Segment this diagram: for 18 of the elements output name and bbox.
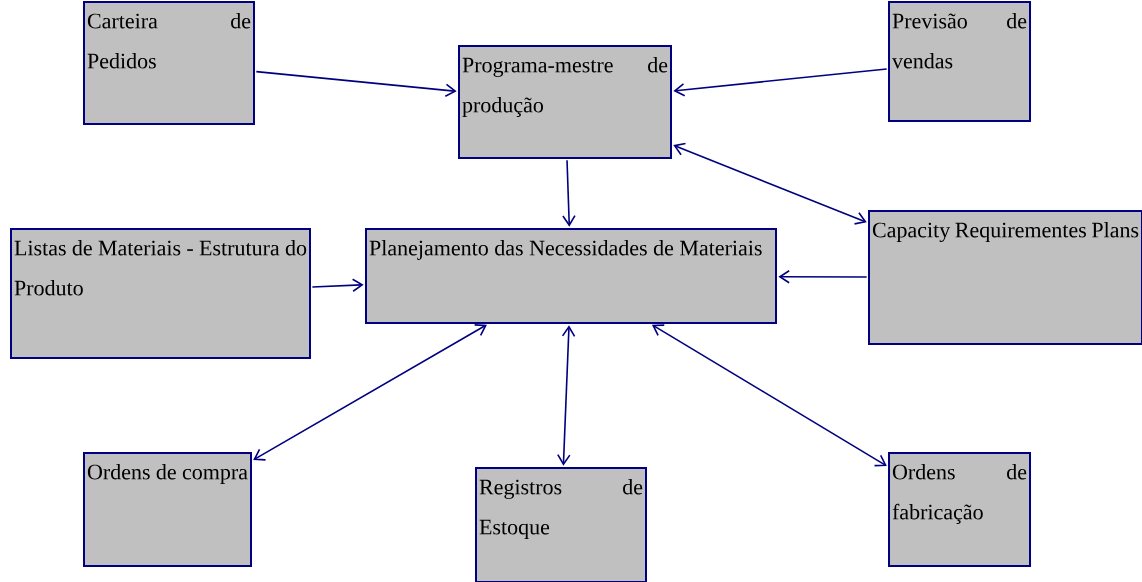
arrow (562, 159, 576, 227)
process-box: Planejamento das Necessidades de Materiais (365, 228, 777, 324)
arrow (311, 278, 364, 293)
process-box: Registros de Estoque (475, 467, 647, 582)
arrow (673, 68, 888, 97)
arrow (651, 324, 887, 467)
arrow (253, 324, 487, 461)
arrow (778, 269, 868, 284)
process-box: Ordens de fabricação (888, 452, 1031, 567)
process-box: Ordens de compra (83, 452, 252, 567)
process-box: Capacity Requirementes Plans (868, 210, 1142, 345)
process-box: Carteira de Pedidos (83, 1, 255, 125)
arrow (557, 325, 576, 466)
process-box: Previsão de vendas (888, 1, 1031, 122)
process-box: Listas de Materiais - Estrutura do Produto (10, 228, 311, 359)
arrow (255, 70, 457, 98)
arrow (673, 142, 867, 225)
process-box: Programa-mestre de produção (458, 45, 672, 159)
